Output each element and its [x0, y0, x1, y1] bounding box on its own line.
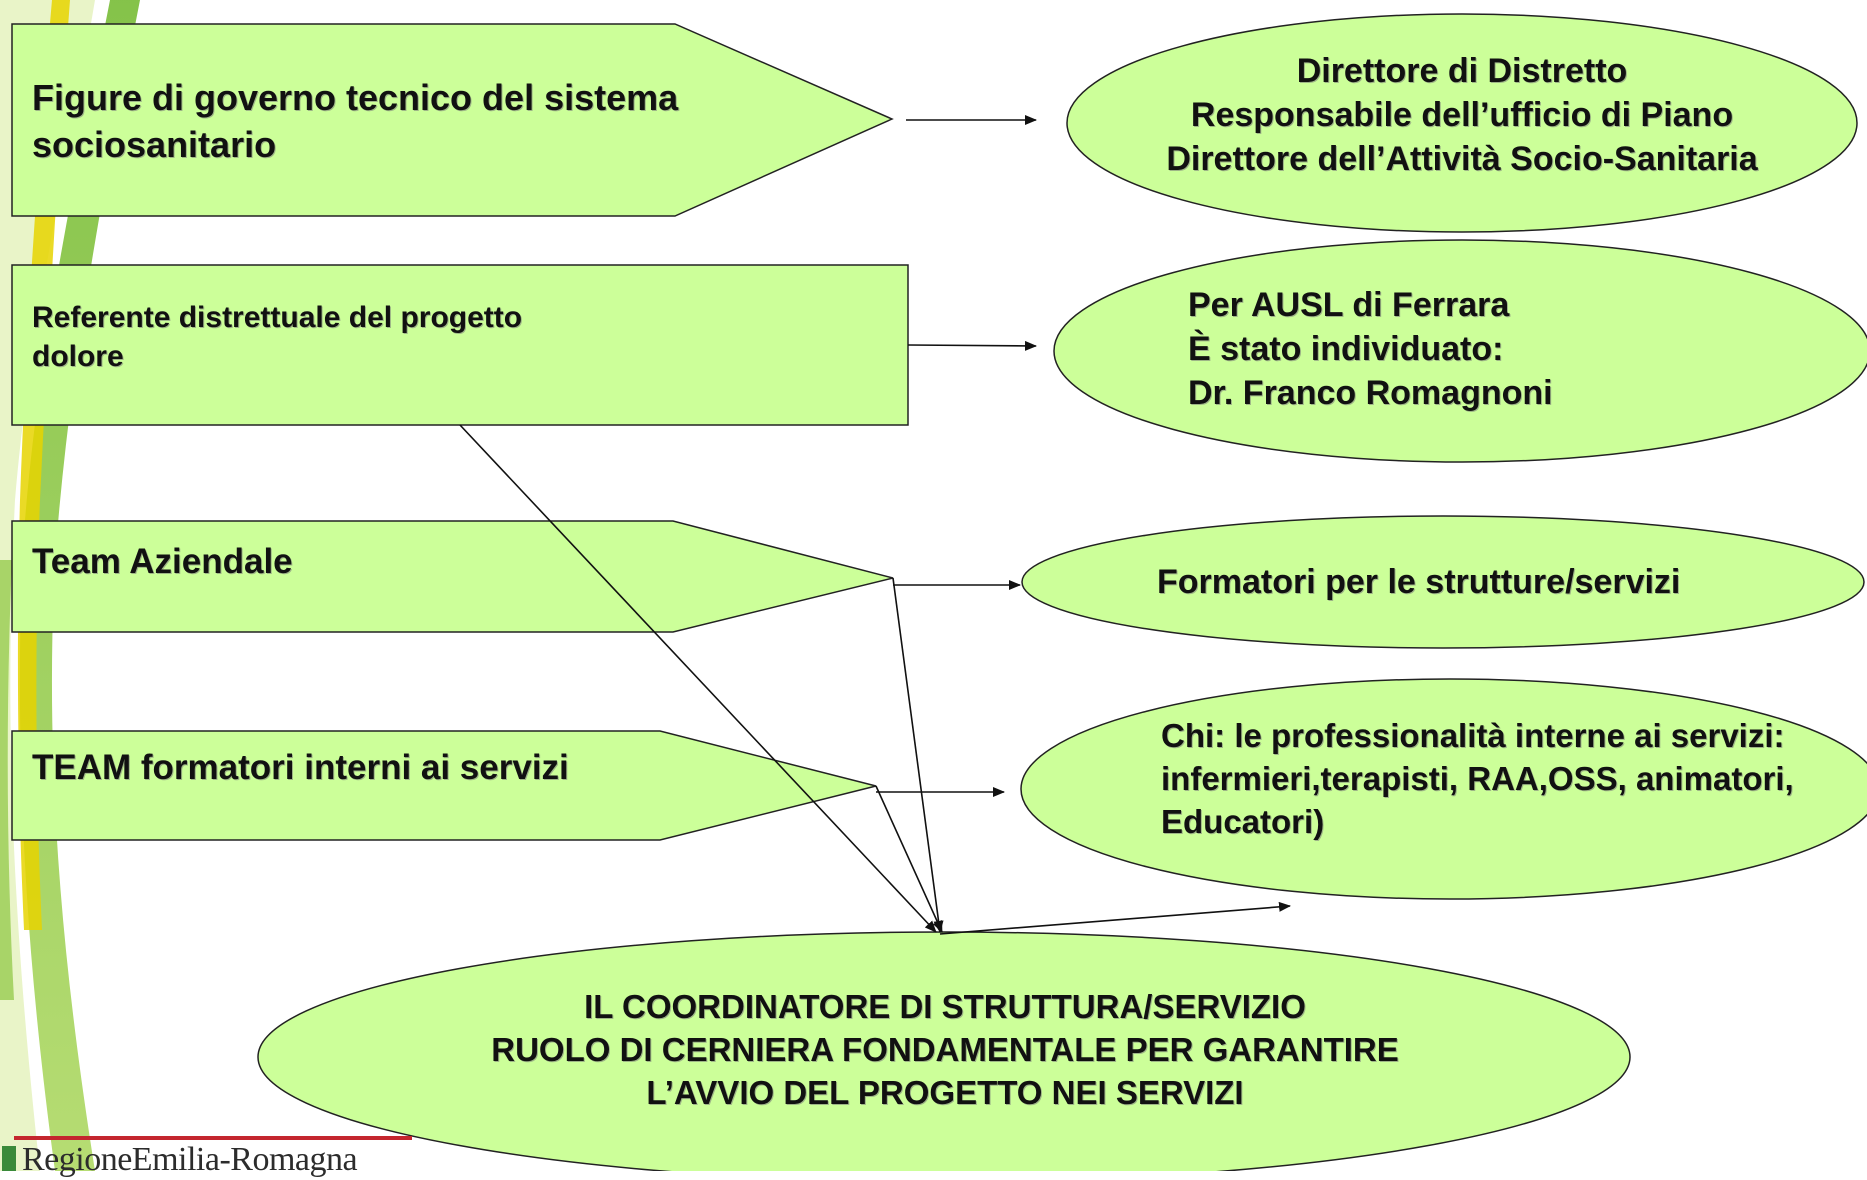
ausl-label: Per AUSL di Ferrara È stato individuato:… — [1188, 286, 1553, 413]
arrow-referente-coordinatore — [459, 424, 937, 933]
team-aziendale-label: Team Aziendale — [32, 542, 293, 581]
coordinatore-label: IL COORDINATORE DI STRUTTURA/SERVIZIO RU… — [491, 988, 1399, 1111]
connectors — [459, 115, 1291, 935]
team-interni-label: TEAM formatori interni ai servizi — [32, 748, 569, 787]
governo-label: Figure di governo tecnico del sistema so… — [32, 77, 679, 165]
professionalita-label: Chi: le professionalità interne ai servi… — [1161, 717, 1794, 840]
formatori-label: Formatori per le strutture/servizi — [1157, 563, 1681, 601]
arrow-referente-ausl — [907, 340, 1037, 351]
arrow-aziendale-coordinatore — [892, 577, 944, 933]
formatori-ellipse — [1021, 515, 1865, 649]
direttori-ellipse — [1066, 13, 1858, 233]
direttori-label: Direttore di Distretto Responsabile dell… — [1166, 52, 1758, 179]
professionalita-ellipse — [1020, 678, 1867, 900]
governo-shape — [11, 23, 894, 217]
coordinatore-ellipse — [257, 931, 1631, 1171]
logo-red-bar — [14, 1136, 412, 1140]
team-aziendale-shape — [11, 520, 894, 633]
team-interni-shape — [11, 730, 877, 841]
logo-mark-icon — [2, 1146, 16, 1171]
arrow-interni-coordinatore — [875, 785, 943, 933]
referente-shape — [11, 264, 909, 426]
ausl-ellipse — [1053, 239, 1867, 463]
arrow-coordinatore-up — [939, 901, 1291, 935]
referente-label: Referente distrettuale del progetto dolo… — [32, 301, 523, 373]
regione-logo-text: RegioneEmilia-Romagna — [22, 1141, 358, 1178]
